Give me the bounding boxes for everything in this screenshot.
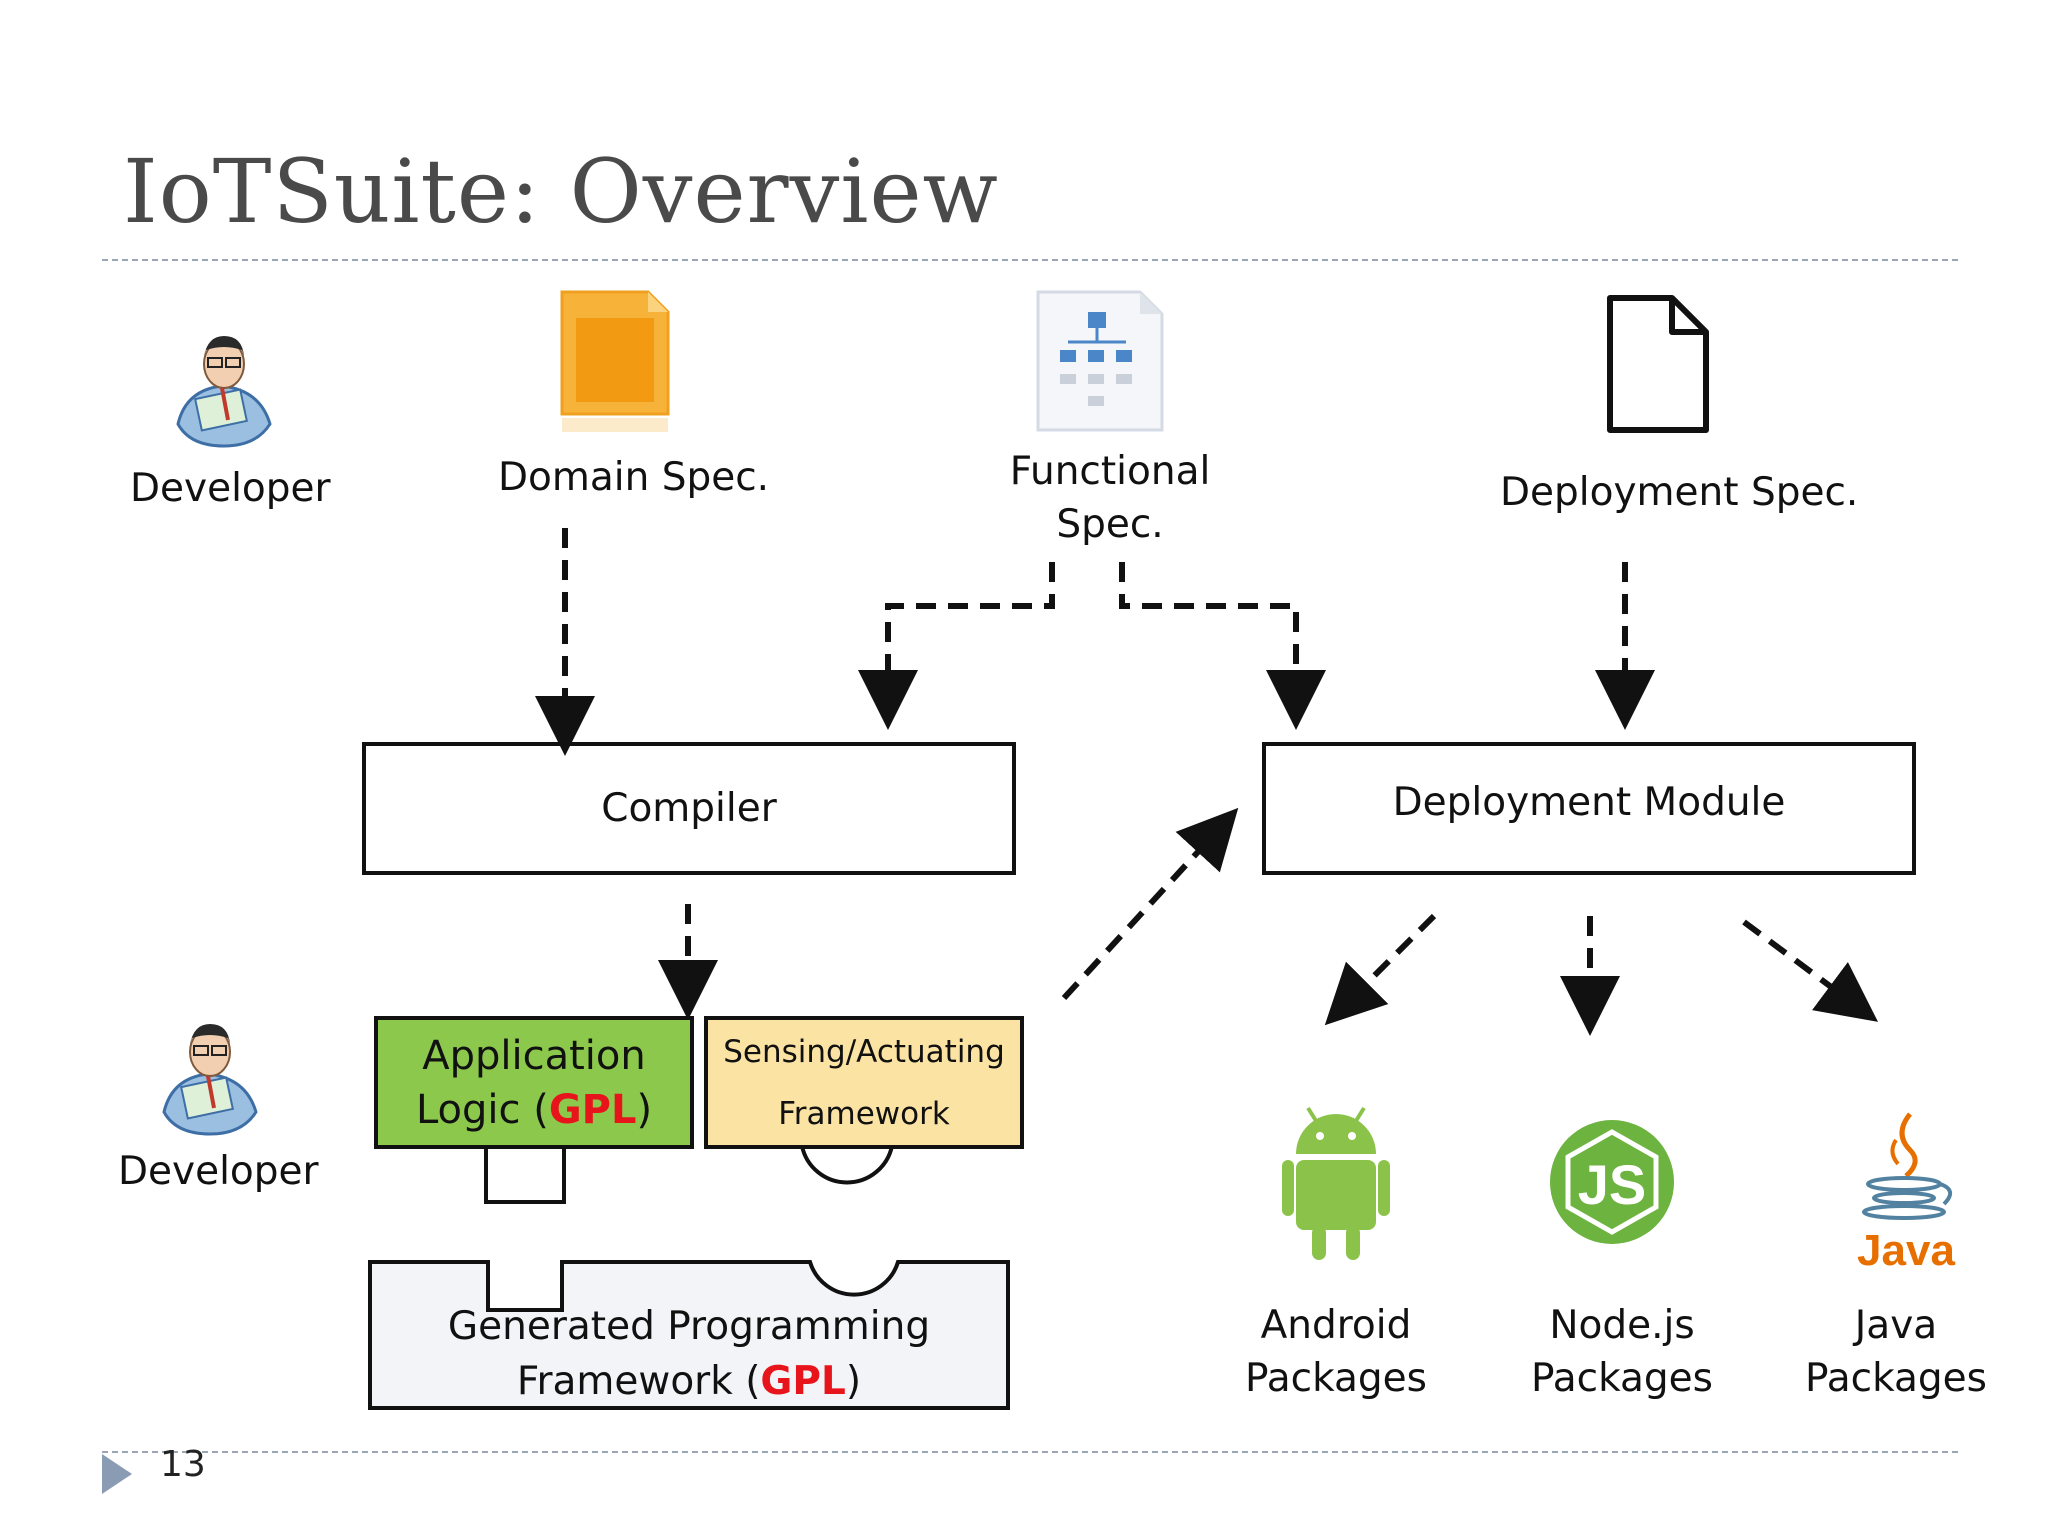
arrow-functional-to-compiler [858, 562, 1055, 730]
app-logic-line-2: Logic (GPL) [416, 1083, 652, 1137]
deployment-spec-label: Deployment Spec. [1500, 470, 1859, 515]
title-divider [102, 259, 1958, 261]
app-logic-gpl: GPL [548, 1086, 637, 1133]
framework-piece-outline [368, 1260, 1010, 1410]
svg-text:JS: JS [1578, 1153, 1647, 1216]
page-number: 13 [160, 1444, 206, 1485]
java-cup-icon [1862, 1112, 1952, 1220]
sensing-line-2: Framework [778, 1095, 950, 1132]
functional-spec-label: Functional Spec. [1000, 446, 1220, 551]
nodejs-line-2: Packages [1531, 1355, 1713, 1401]
generated-framework-label: Generated Programming Framework (GPL) [372, 1300, 1006, 1409]
functional-spec-line-1: Functional [1009, 449, 1211, 494]
arrow-to-android [1324, 913, 1437, 1026]
developer-label-top: Developer [130, 466, 331, 511]
slide-title: IoTSuite: Overview [123, 140, 999, 243]
android-line-2: Packages [1245, 1355, 1427, 1401]
java-logo-text: Java [1857, 1226, 1955, 1275]
hierarchy-document-icon [1036, 290, 1164, 432]
framework-gpl: GPL [760, 1358, 846, 1404]
java-line-2: Packages [1805, 1355, 1987, 1401]
sensing-line-1: Sensing/Actuating [723, 1033, 1005, 1070]
nodejs-hexagon-icon: JS [1550, 1120, 1674, 1244]
java-line-1: Java [1854, 1303, 1938, 1348]
android-line-1: Android [1260, 1303, 1412, 1348]
orange-document-icon [560, 290, 670, 432]
android-robot-icon [1282, 1106, 1390, 1260]
app-logic-tab [484, 1142, 566, 1204]
arrow-to-java [1742, 919, 1879, 1022]
app-logic-paren: ) [636, 1086, 653, 1133]
app-logic-line-1: Application [422, 1032, 646, 1079]
functional-spec-line-2: Spec. [1056, 501, 1164, 547]
framework-text: Framework ( [516, 1358, 761, 1404]
deployment-module-label: Deployment Module [1392, 780, 1786, 825]
compiler-label: Compiler [601, 786, 777, 831]
blank-document-icon [1607, 295, 1709, 433]
framework-paren: ) [845, 1358, 862, 1404]
domain-spec-label: Domain Spec. [498, 455, 770, 500]
nodejs-packages-label: Node.js Packages [1522, 1300, 1722, 1405]
deployment-module-box: Deployment Module [1262, 742, 1916, 875]
app-logic-text: Logic ( [415, 1086, 549, 1133]
footer-triangle-icon [102, 1454, 132, 1494]
java-packages-label: Java Packages [1796, 1300, 1996, 1405]
sensing-knob [800, 1145, 894, 1185]
developer-icon-top [176, 336, 272, 448]
framework-line-2: Framework (GPL) [372, 1355, 1006, 1410]
application-logic-box: Application Logic (GPL) [374, 1016, 694, 1149]
arrow-functional-to-deployment [1119, 562, 1326, 730]
nodejs-line-1: Node.js [1549, 1303, 1695, 1348]
sensing-actuating-box: Sensing/Actuating Framework [704, 1016, 1024, 1149]
compiler-box: Compiler [362, 742, 1016, 875]
developer-label-bottom: Developer [118, 1149, 319, 1194]
developer-icon-bottom [162, 1024, 258, 1136]
android-packages-label: Android Packages [1236, 1300, 1436, 1405]
framework-line-1: Generated Programming [447, 1304, 931, 1349]
footer-divider [102, 1451, 1958, 1453]
arrow-app-to-deployment [1061, 807, 1239, 1001]
